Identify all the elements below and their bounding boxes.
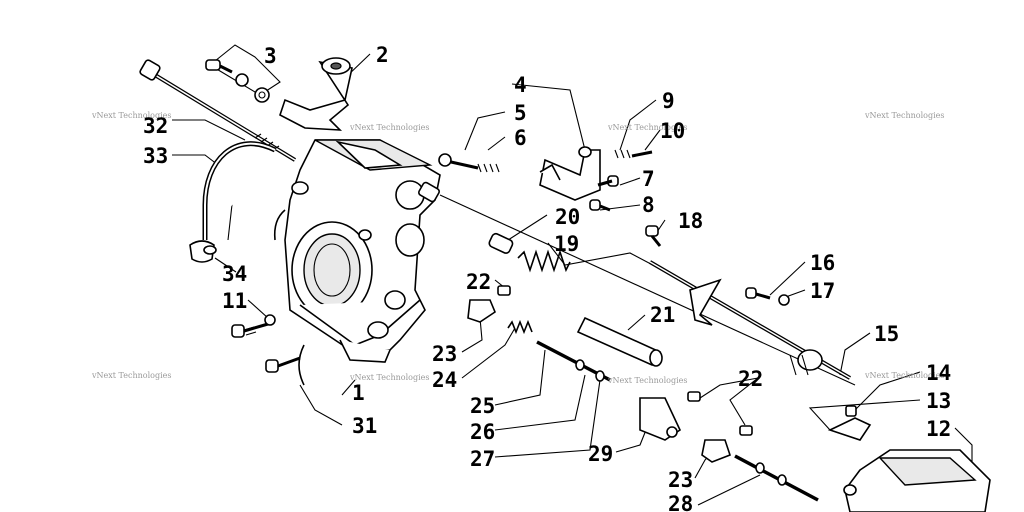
callout-12: 12 <box>926 417 951 441</box>
watermark-text: vNext Technologies <box>864 111 944 120</box>
lever-shaft <box>645 225 852 380</box>
callout-25: 25 <box>470 394 495 418</box>
watermark-text: vNext Technologies <box>91 371 171 380</box>
callout-19: 19 <box>554 232 579 256</box>
callout-21: 21 <box>650 303 675 327</box>
callout-18: 18 <box>678 209 703 233</box>
watermarks: vNext Technologies vNext Technologies vN… <box>91 111 944 385</box>
watermark-text: vNext Technologies <box>91 111 171 120</box>
callout-31: 31 <box>352 414 377 438</box>
callout-17: 17 <box>810 279 835 303</box>
screw-and-washers <box>205 59 270 103</box>
callout-28: 28 <box>668 492 693 512</box>
carburetor-body <box>273 139 441 363</box>
carburetor-body-second <box>827 405 991 512</box>
callout-11: 11 <box>222 289 247 313</box>
vent-tube <box>202 141 277 240</box>
callout-7: 7 <box>642 167 655 191</box>
callout-27: 27 <box>470 447 495 471</box>
callout-32: 32 <box>143 114 168 138</box>
callout-2: 2 <box>376 43 389 67</box>
callout-16: 16 <box>810 251 835 275</box>
callout-23: 23 <box>668 468 693 492</box>
callout-22: 22 <box>738 367 763 391</box>
hose-clamp <box>189 240 217 263</box>
watermark-text: vNext Technologies <box>607 123 687 132</box>
watermark-text: vNext Technologies <box>349 373 429 382</box>
small-screws <box>589 149 653 212</box>
pilot-screws <box>231 314 305 386</box>
callout-23: 23 <box>432 342 457 366</box>
cable-bracket <box>279 57 353 131</box>
callout-20: 20 <box>555 205 580 229</box>
callout-14: 14 <box>926 361 951 385</box>
callout-1: 1 <box>352 381 365 405</box>
callout-10: 10 <box>660 119 685 143</box>
callout-33: 33 <box>143 144 168 168</box>
bushing-and-spring <box>488 232 571 273</box>
cable-bracket-right <box>639 391 819 502</box>
callout-9: 9 <box>662 89 675 113</box>
callout-3: 3 <box>264 44 277 68</box>
callout-15: 15 <box>874 322 899 346</box>
watermark-text: vNext Technologies <box>864 371 944 380</box>
callout-labels: 1 2 3 4 5 6 7 8 9 10 11 12 13 14 15 16 1… <box>143 43 951 512</box>
throttle-shaft <box>439 194 856 386</box>
callout-26: 26 <box>470 420 495 444</box>
callout-13: 13 <box>926 389 951 413</box>
screw-washer-16-17 <box>745 287 790 306</box>
watermark-text: vNext Technologies <box>349 123 429 132</box>
callout-6: 6 <box>514 126 527 150</box>
callout-4: 4 <box>514 73 527 97</box>
callout-24: 24 <box>432 368 457 392</box>
callout-34: 34 <box>222 262 247 286</box>
long-bolt <box>139 59 297 162</box>
callout-22: 22 <box>466 270 491 294</box>
throttle-bracket <box>539 146 601 201</box>
adjust-screw <box>438 153 500 173</box>
callout-8: 8 <box>642 193 655 217</box>
watermark-text: vNext Technologies <box>607 376 687 385</box>
callout-5: 5 <box>514 101 527 125</box>
callout-29: 29 <box>588 442 613 466</box>
cable-bracket-left <box>467 285 611 382</box>
sleeve <box>576 316 663 367</box>
